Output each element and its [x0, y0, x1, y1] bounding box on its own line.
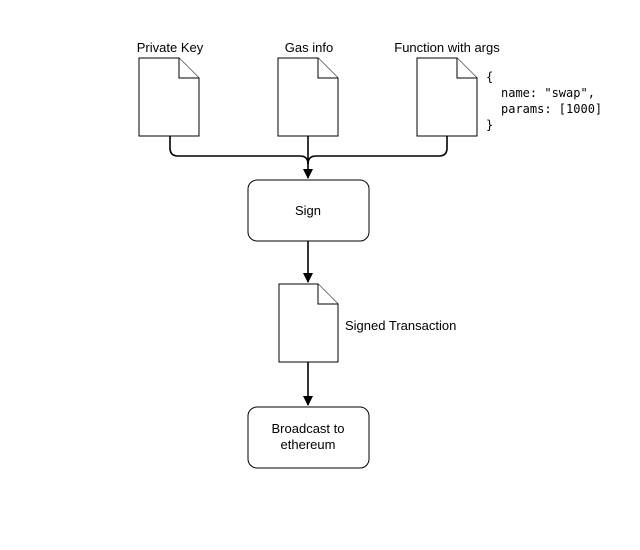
private-key-document-icon: [138, 57, 200, 137]
broadcast-label-line1: Broadcast to: [272, 421, 345, 436]
broadcast-box: [247, 406, 370, 469]
code-open-brace: {: [486, 70, 493, 84]
connector-private-key: [169, 136, 309, 165]
code-name-line: name: "swap",: [501, 86, 595, 100]
function-document-icon: [416, 57, 478, 137]
connector-function: [307, 136, 448, 165]
function-with-args-label: Function with args: [394, 40, 500, 55]
gas-info-label: Gas info: [285, 40, 333, 55]
sign-label: Sign: [295, 203, 321, 218]
private-key-label: Private Key: [137, 40, 204, 55]
signed-transaction-document-icon: [278, 283, 339, 363]
code-params-line: params: [1000]: [501, 102, 602, 116]
gas-info-document-icon: [277, 57, 339, 137]
code-close-brace: }: [486, 118, 493, 132]
signed-transaction-label: Signed Transaction: [345, 318, 456, 333]
broadcast-label-line2: ethereum: [281, 437, 336, 452]
function-args-code: { name: "swap", params: [1000] }: [486, 70, 602, 132]
